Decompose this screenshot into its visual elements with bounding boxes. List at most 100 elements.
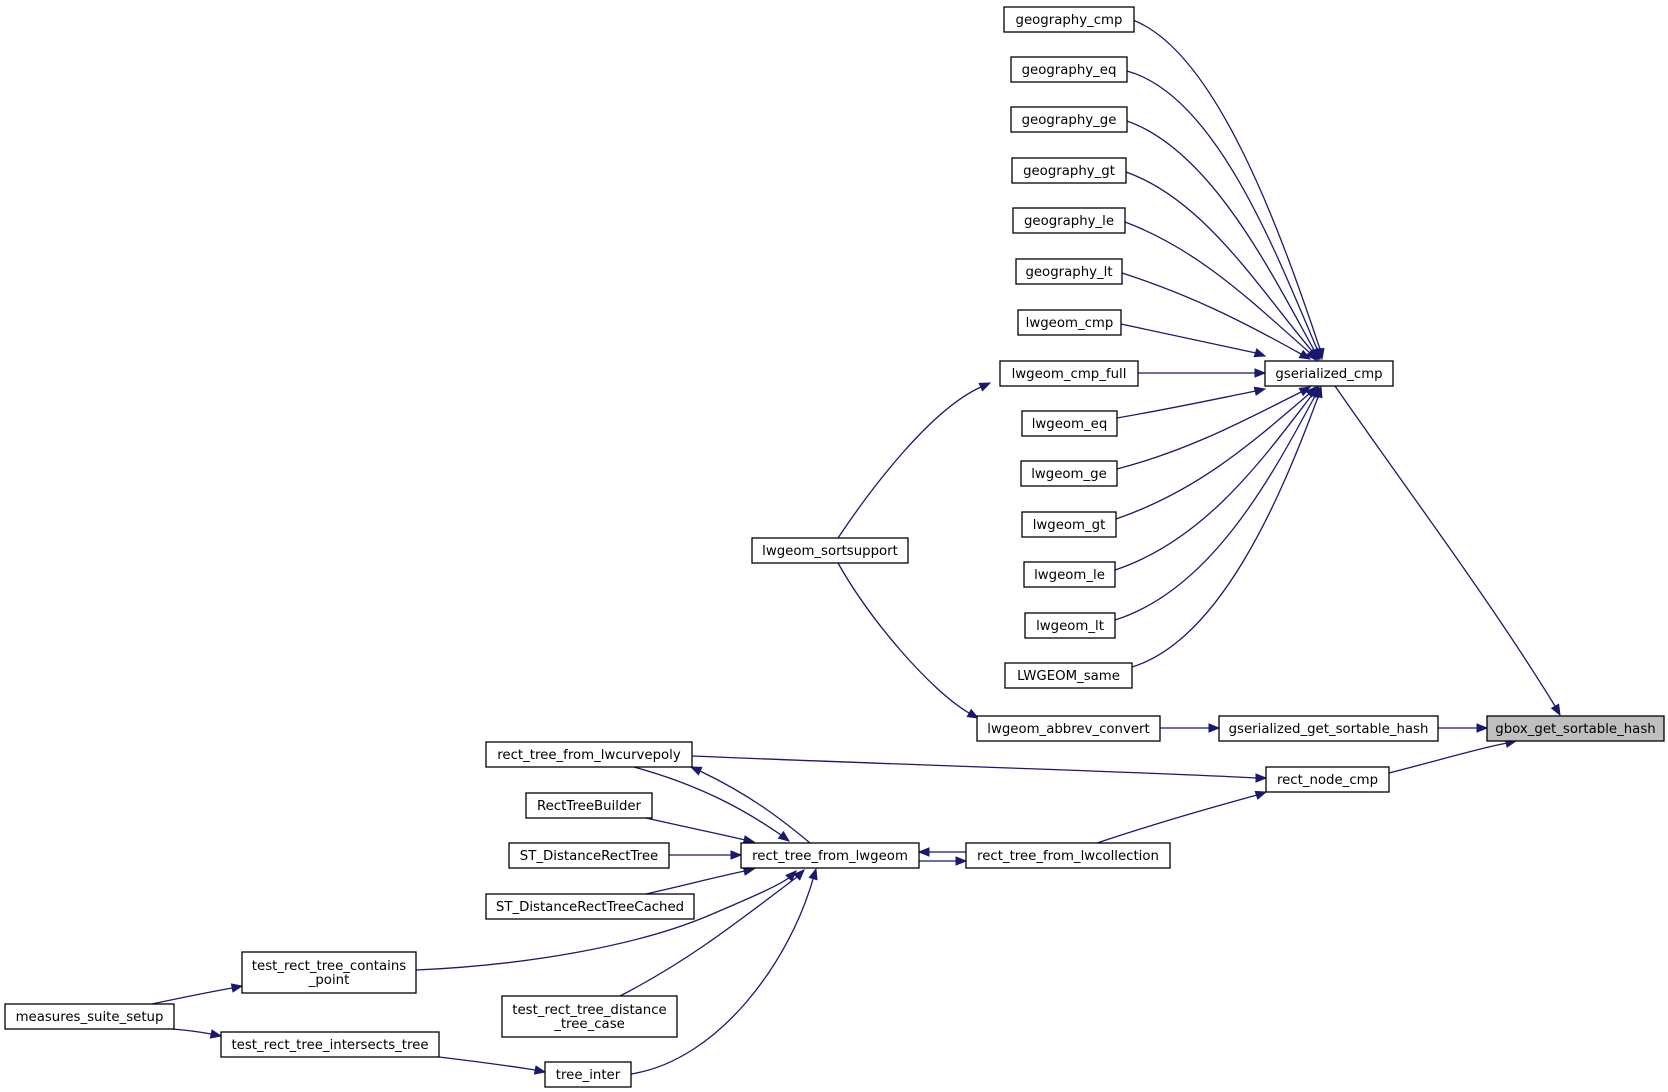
node-tree_inter[interactable]: tree_inter xyxy=(544,1061,632,1088)
node-box xyxy=(1021,511,1117,538)
arrowhead-icon xyxy=(955,856,968,866)
node-test_rect_tree_contains_point[interactable]: test_rect_tree_contains_point xyxy=(241,951,417,994)
node-box xyxy=(1218,715,1439,742)
edge-rect_tree_from_lwgeom-to-rect_tree_from_lwcollection xyxy=(917,847,966,857)
edge-measures_suite_setup-to-test_rect_tree_contains_point xyxy=(151,983,244,1005)
node-label: rect_tree_from_lwcurvepoly xyxy=(497,748,681,763)
node-lwgeom_cmp[interactable]: lwgeom_cmp xyxy=(1017,309,1122,336)
edge-lwgeom_sortsupport-to-lwgeom_abbrev_convert xyxy=(837,562,980,719)
node-rect_tree_from_lwcurvepoly[interactable]: rect_tree_from_lwcurvepoly xyxy=(485,741,693,768)
node-RectTreeBuilder[interactable]: RectTreeBuilder xyxy=(525,792,653,819)
node-geography_gt[interactable]: geography_gt xyxy=(1011,157,1127,184)
node-ST_DistanceRectTree[interactable]: ST_DistanceRectTree xyxy=(508,842,670,869)
node-lwgeom_sortsupport[interactable]: lwgeom_sortsupport xyxy=(751,537,909,564)
node-box xyxy=(1024,612,1116,639)
arrowhead-icon xyxy=(1208,723,1221,733)
node-box xyxy=(1011,157,1127,184)
node-test_rect_tree_distance_tree_case[interactable]: test_rect_tree_distance_tree_case xyxy=(501,995,678,1038)
edge-LWGEOM_same-to-gserialized_cmp xyxy=(1131,385,1323,668)
node-label: ST_DistanceRectTreeCached xyxy=(496,900,684,915)
node-lwgeom_le[interactable]: lwgeom_le xyxy=(1023,561,1116,588)
arrowhead-icon xyxy=(917,847,930,857)
edge-gserialized_cmp-to-gbox_get_sortable_hash xyxy=(1334,385,1561,717)
node-geography_eq[interactable]: geography_eq xyxy=(1010,56,1128,83)
node-box xyxy=(1004,662,1133,689)
edge-measures_suite_setup-to-test_rect_tree_intersects_tree xyxy=(171,1028,223,1039)
edge-rect_node_cmp-to-gbox_get_sortable_hash xyxy=(1388,738,1518,774)
node-lwgeom_cmp_full[interactable]: lwgeom_cmp_full xyxy=(999,360,1139,387)
arrowhead-icon xyxy=(785,870,797,882)
node-label: lwgeom_sortsupport xyxy=(762,544,898,559)
edge-lwgeom_sortsupport-to-lwgeom_cmp_full xyxy=(837,382,992,539)
node-box xyxy=(1015,258,1123,285)
node-box xyxy=(1017,309,1122,336)
edge-test_rect_tree_contains_point-to-rect_tree_from_lwgeom xyxy=(415,870,797,971)
edge-lwgeom_lt-to-gserialized_cmp xyxy=(1114,385,1320,621)
node-geography_lt[interactable]: geography_lt xyxy=(1015,258,1123,285)
arrowhead-icon xyxy=(209,1029,223,1039)
node-label: _tree_case xyxy=(553,1017,625,1032)
edge-rect_tree_from_lwcollection-to-rect_node_cmp xyxy=(1096,790,1268,844)
node-box xyxy=(1265,766,1390,793)
node-rect_tree_from_lwcollection[interactable]: rect_tree_from_lwcollection xyxy=(965,842,1171,869)
node-lwgeom_eq[interactable]: lwgeom_eq xyxy=(1021,410,1118,437)
node-box xyxy=(751,537,909,564)
edge-lwgeom_cmp-to-gserialized_cmp xyxy=(1120,323,1267,358)
edge-RectTreeBuilder-to-rect_tree_from_lwgeom xyxy=(645,817,756,845)
arrowhead-icon xyxy=(1254,368,1267,378)
node-box xyxy=(976,715,1161,742)
edge-test_rect_tree_distance_tree_case-to-rect_tree_from_lwgeom xyxy=(619,869,805,997)
node-box xyxy=(501,995,678,1038)
arrowhead-icon xyxy=(808,867,818,881)
node-rect_tree_from_lwgeom[interactable]: rect_tree_from_lwgeom xyxy=(740,842,920,869)
node-label: rect_tree_from_lwcollection xyxy=(977,849,1159,864)
arrowhead-icon xyxy=(689,766,703,776)
node-gbox_get_sortable_hash[interactable]: gbox_get_sortable_hash xyxy=(1486,715,1665,742)
arrowhead-icon xyxy=(966,708,980,719)
arrowhead-icon xyxy=(1255,773,1268,783)
node-lwgeom_lt[interactable]: lwgeom_lt xyxy=(1024,612,1116,639)
node-label: lwgeom_cmp_full xyxy=(1012,367,1127,382)
node-box xyxy=(965,842,1171,869)
node-label: lwgeom_lt xyxy=(1036,619,1104,634)
edge-rect_tree_from_lwcurvepoly-to-rect_tree_from_lwgeom xyxy=(633,766,791,842)
node-label: _point xyxy=(308,973,350,988)
node-box xyxy=(241,951,417,994)
node-gserialized_get_sortable_hash[interactable]: gserialized_get_sortable_hash xyxy=(1218,715,1439,742)
node-geography_cmp[interactable]: geography_cmp xyxy=(1003,6,1135,33)
node-label: geography_lt xyxy=(1025,265,1112,280)
node-measures_suite_setup[interactable]: measures_suite_setup xyxy=(4,1003,175,1030)
node-ST_DistanceRectTreeCached[interactable]: ST_DistanceRectTreeCached xyxy=(485,893,695,920)
node-box xyxy=(1012,207,1126,234)
node-label: RectTreeBuilder xyxy=(537,799,642,814)
node-rect_node_cmp[interactable]: rect_node_cmp xyxy=(1265,766,1390,793)
node-lwgeom_abbrev_convert[interactable]: lwgeom_abbrev_convert xyxy=(976,715,1161,742)
node-box xyxy=(525,792,653,819)
arrowhead-icon xyxy=(1313,385,1323,399)
node-label: gserialized_get_sortable_hash xyxy=(1229,722,1429,737)
node-box xyxy=(740,842,920,869)
arrowhead-icon xyxy=(1550,703,1561,717)
node-geography_ge[interactable]: geography_ge xyxy=(1010,106,1128,133)
node-label: measures_suite_setup xyxy=(16,1010,164,1025)
nodes-layer: geography_cmp geography_eq geography_gegeo… xyxy=(4,6,1665,1088)
node-gserialized_cmp[interactable]: gserialized_cmp xyxy=(1264,360,1394,387)
node-lwgeom_ge[interactable]: lwgeom_ge xyxy=(1020,460,1118,487)
node-label: geography_gt xyxy=(1023,164,1115,179)
node-label: lwgeom_abbrev_convert xyxy=(987,722,1149,737)
node-box xyxy=(485,893,695,920)
node-box xyxy=(1010,56,1128,83)
edge-test_rect_tree_intersects_tree-to-tree_inter xyxy=(438,1056,547,1075)
edge-rect_tree_from_lwcollection-to-rect_tree_from_lwgeom xyxy=(919,856,968,866)
node-box xyxy=(999,360,1139,387)
node-LWGEOM_same[interactable]: LWGEOM_same xyxy=(1004,662,1133,689)
node-test_rect_tree_intersects_tree[interactable]: test_rect_tree_intersects_tree xyxy=(220,1031,440,1058)
edge-ST_DistanceRectTree-to-rect_tree_from_lwgeom xyxy=(669,850,743,860)
node-lwgeom_gt[interactable]: lwgeom_gt xyxy=(1021,511,1117,538)
arrowhead-icon xyxy=(1253,386,1267,396)
arrowhead-icon xyxy=(730,850,743,860)
node-box xyxy=(1021,410,1118,437)
arrowhead-icon xyxy=(1476,723,1489,733)
node-geography_le[interactable]: geography_le xyxy=(1012,207,1126,234)
edge-tree_inter-to-rect_tree_from_lwgeom xyxy=(630,867,818,1075)
